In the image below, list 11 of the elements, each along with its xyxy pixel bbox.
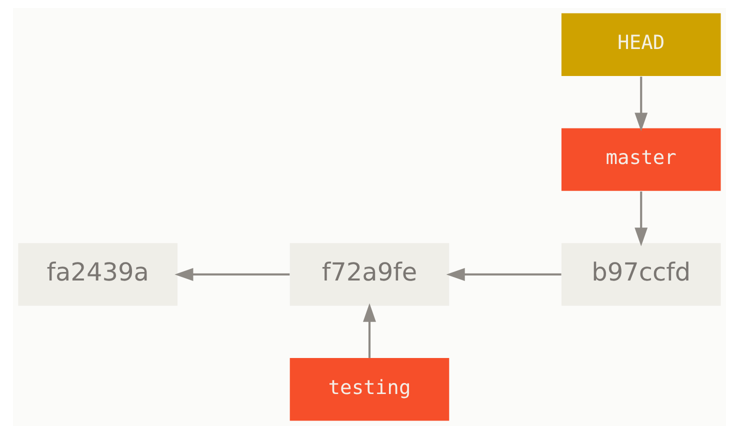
node-box: b97ccfd bbox=[560, 243, 720, 306]
node-box: fa2439a bbox=[18, 243, 178, 306]
node-box: testing bbox=[289, 358, 449, 421]
node-box: f72a9fe bbox=[289, 243, 449, 306]
arrow bbox=[634, 76, 648, 132]
arrow bbox=[446, 268, 561, 281]
arrow bbox=[362, 303, 376, 358]
node-box: master bbox=[560, 128, 720, 191]
arrow bbox=[634, 192, 648, 246]
arrow bbox=[174, 268, 290, 281]
node-box: HEAD bbox=[560, 13, 720, 76]
